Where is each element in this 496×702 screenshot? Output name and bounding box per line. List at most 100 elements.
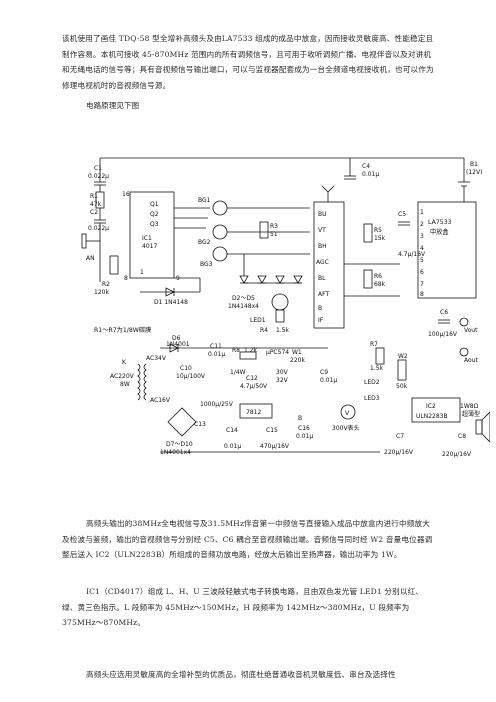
label-r2: R2 — [102, 281, 110, 288]
label-c10: C10 — [180, 365, 192, 372]
label-bg1: BG1 — [198, 197, 211, 204]
label-c12v: 4.7μ/50V — [240, 383, 268, 390]
label-r8v: 1.2k — [244, 347, 258, 354]
label-b2: B — [298, 415, 302, 422]
label-c10v: 10μ/100V — [176, 373, 206, 380]
label-pin9: 9 — [176, 275, 180, 282]
label-bh: BH — [318, 243, 327, 250]
label-bg2: BG2 — [198, 239, 211, 246]
label-aout: Aout — [464, 357, 478, 364]
label-spk: 1W8Ω — [460, 403, 479, 410]
label-bl: BL — [318, 275, 326, 282]
label-d2d5v: 1N4148x4 — [228, 303, 259, 310]
label-c15v: 470μ/16V — [260, 443, 290, 450]
label-w14: 1/4W — [230, 369, 246, 376]
label-la: LA7533 — [428, 219, 452, 226]
label-p1: 1 — [420, 209, 424, 216]
label-if: IF — [318, 317, 324, 324]
label-led2: LED2 — [364, 379, 380, 386]
label-w2v: 50k — [396, 383, 408, 390]
label-ic1v: 4017 — [142, 243, 157, 250]
label-c14v: 0.01μ — [224, 443, 241, 450]
label-c6: C6 — [440, 309, 448, 316]
intro-paragraph: 该机使用了画佳 TDQ-58 型全增补高频头及由LA7533 组成的成品中放盒，… — [62, 34, 434, 90]
label-c11v: 0.01μ — [208, 351, 225, 358]
label-b: B — [318, 305, 322, 312]
label-ic2: IC2 — [426, 403, 436, 410]
label-ic1: IC1 — [142, 235, 152, 242]
label-c1: C1 — [94, 165, 102, 172]
label-r3: R3 — [270, 223, 278, 230]
label-q3: Q3 — [150, 221, 159, 228]
label-v30: 30V — [276, 369, 289, 376]
label-d6v: 1N4001 — [166, 341, 190, 348]
label-p4: 4 — [420, 245, 424, 252]
figure-caption: 电路原理见下图 — [86, 101, 140, 110]
audio-paragraph: 高频头输出的38MHz全电视信号及31.5MHz伴音第一中频信号直接输入成品中放… — [62, 519, 433, 559]
label-w1v: 220k — [290, 357, 305, 364]
label-c2: C2 — [90, 209, 98, 216]
label-ac220: AC220V — [110, 373, 135, 380]
label-p3: 3 — [420, 233, 424, 240]
label-c16v: 0.01μ — [296, 433, 313, 440]
label-r6v: 68k — [374, 281, 386, 288]
label-v32: 32V — [276, 377, 289, 384]
label-b1: B1 — [470, 161, 478, 168]
label-c7: C7 — [396, 433, 404, 440]
label-w2: W2 — [398, 353, 408, 360]
label-c6v: 100μ/16V — [428, 331, 458, 338]
label-q1: Q1 — [150, 201, 159, 208]
label-r3v: 51 — [270, 231, 278, 238]
label-r1r7: R1～R7为1/8W碳膜 — [94, 326, 151, 334]
label-r5: R5 — [374, 227, 382, 234]
label-pin8: 8 — [124, 275, 128, 282]
label-c11: C11 — [210, 343, 222, 350]
label-r4: R4 — [260, 327, 268, 334]
label-meter: 300V表头 — [332, 424, 360, 432]
label-r7: R7 — [370, 341, 378, 348]
label-r5v: 15k — [374, 235, 386, 242]
label-c4v: 0.01μ — [362, 171, 379, 178]
label-c5v: 4.7μ/16V — [398, 251, 426, 258]
label-r1: R1 — [90, 193, 98, 200]
label-led1: LED1 — [250, 317, 266, 324]
label-c8v: 220μ/16V — [442, 451, 472, 458]
label-r8: R8 — [232, 347, 240, 354]
label-c9: C9 — [320, 369, 328, 376]
label-an: AN — [86, 255, 95, 262]
label-vmark: V — [345, 410, 350, 417]
label-r4v: 1.5k — [276, 327, 290, 334]
circuit-schematic: C1 0.022μ R1 47k C2 0.022μ AN R2 120k 16… — [81, 157, 490, 458]
label-led3: LED3 — [364, 395, 380, 402]
last-paragraph: 高频头应选用灵敏度高的全增补型的优质品，彻底杜绝普通收音机灵敏度低、串台及选择性 — [86, 670, 396, 679]
label-c13: C13 — [194, 421, 206, 428]
label-c1v: 0.022μ — [88, 173, 109, 180]
label-bg3: BG3 — [200, 261, 213, 268]
label-c16: C16 — [298, 425, 310, 432]
band-paragraph: IC1（CD4017）组成 L、H、U 三波段轻触式电子转换电路，且由双色发光管… — [62, 587, 424, 627]
label-r6: R6 — [374, 273, 382, 280]
label-la2: 中放盒 — [430, 228, 449, 236]
label-p6: 6 — [420, 269, 424, 276]
label-d2d5: D2～D5 — [232, 295, 255, 302]
label-b1v: (12V) — [466, 169, 482, 176]
label-c8: C8 — [458, 433, 466, 440]
label-pin16: 16 — [122, 191, 130, 198]
label-p5: 5 — [420, 257, 424, 264]
label-c7v: 220μ/16V — [384, 449, 414, 456]
label-c12: C12 — [246, 375, 258, 382]
label-r1v: 47k — [90, 201, 102, 208]
label-d6: D6 — [172, 335, 181, 342]
label-r2v: 120k — [94, 289, 109, 296]
label-p2: 2 — [420, 221, 424, 228]
label-agc: AGC — [316, 259, 329, 266]
label-d7d10: D7～D10 — [166, 441, 193, 448]
label-c13v: 1000μ/25V — [200, 401, 234, 408]
label-p7: 7 — [420, 281, 424, 288]
label-r7v: 1.5k — [370, 365, 384, 372]
label-ic2v: ULN2283B — [416, 413, 448, 420]
label-upc: μPC574 — [266, 349, 289, 356]
label-w1: W1 — [292, 349, 302, 356]
label-c2v: 0.022μ — [88, 225, 109, 232]
label-k: K — [122, 359, 127, 366]
